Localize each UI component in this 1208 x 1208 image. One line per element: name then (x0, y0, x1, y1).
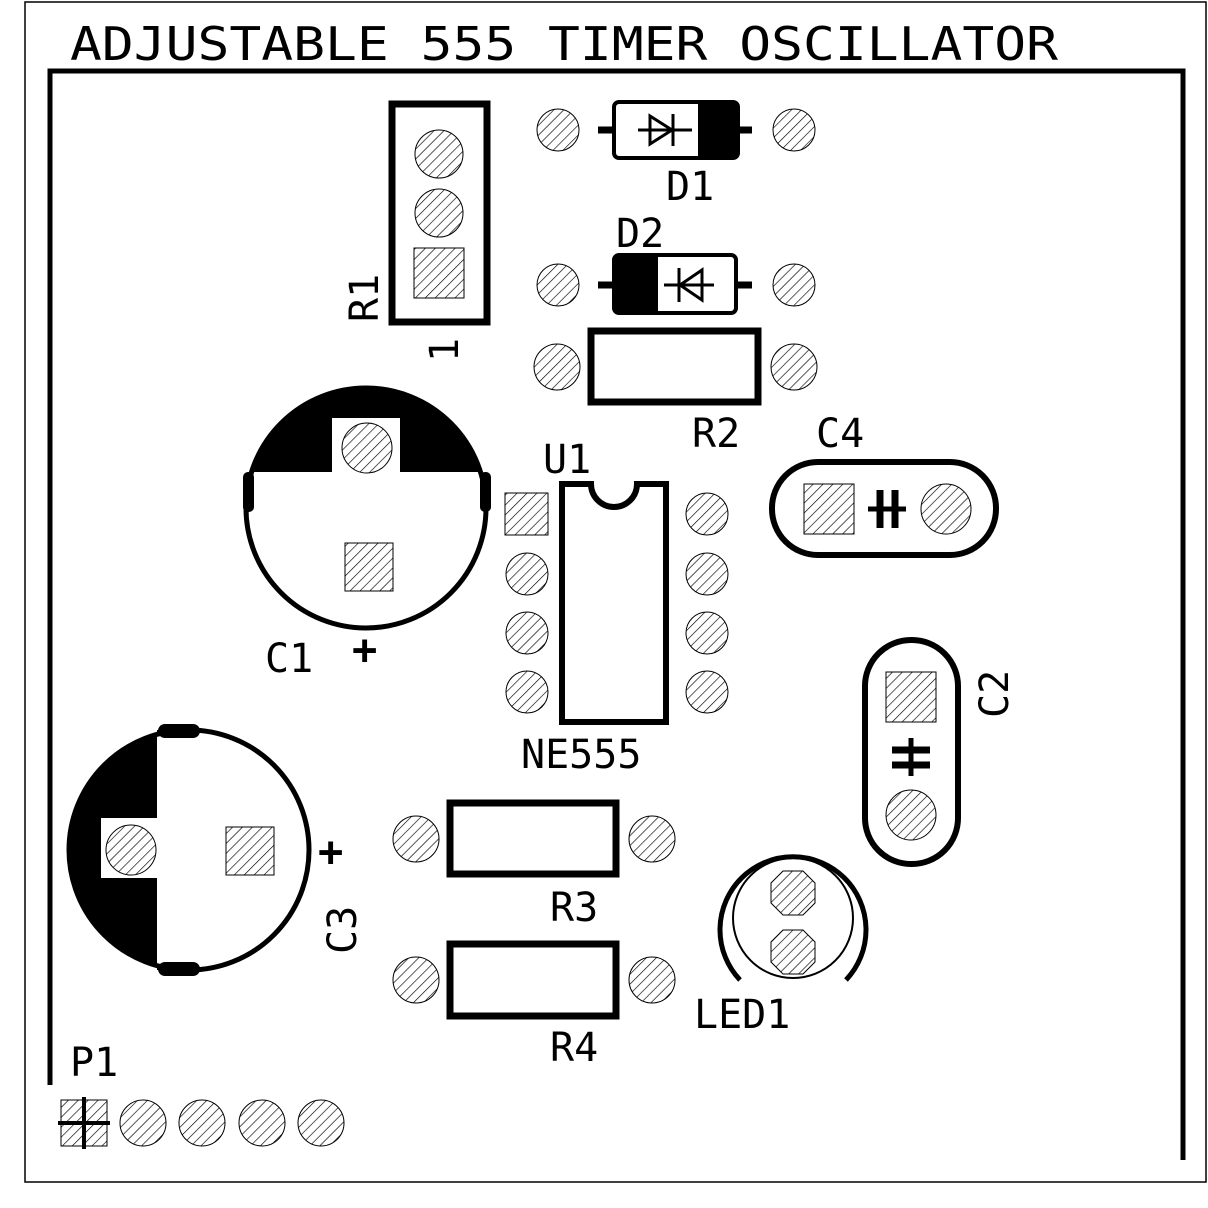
r1-pin1-marker: 1 (422, 338, 468, 362)
c2-pad-1 (885, 671, 937, 723)
c2-footprint (862, 637, 961, 867)
r2-pad-1 (533, 343, 581, 391)
r4-pad-1 (392, 956, 440, 1004)
led1-footprint (717, 854, 869, 982)
c3-pad-pos (225, 826, 275, 876)
c3-pad-neg (105, 824, 157, 876)
p1-pin-5 (297, 1099, 345, 1147)
d1-label: D1 (666, 164, 714, 210)
r1-footprint (388, 100, 491, 326)
r3-pad-2 (628, 815, 676, 863)
u1-label: U1 (543, 437, 591, 483)
u1-pin-2 (505, 552, 549, 596)
c1-pad-neg (341, 422, 393, 474)
d1-pad-a (536, 108, 580, 152)
led1-label: LED1 (694, 992, 790, 1038)
u1-pin-5 (685, 670, 729, 714)
d1-footprint (536, 100, 816, 160)
r1-pad-2 (414, 188, 464, 238)
c4-pad-1 (803, 483, 855, 535)
c3-polarity: + (318, 827, 343, 876)
d2-pad-k (536, 263, 580, 307)
r1-pad-1 (413, 247, 465, 299)
r4-footprint (392, 940, 676, 1020)
r1-pad-3 (414, 129, 464, 179)
u1-pin-8 (685, 492, 729, 536)
r4-pad-2 (628, 956, 676, 1004)
u1-value: NE555 (521, 732, 641, 778)
r3-pad-1 (392, 815, 440, 863)
d2-footprint (536, 253, 816, 315)
c4-pad-2 (920, 483, 972, 535)
r2-label: R2 (692, 411, 740, 457)
u1-pin-7 (685, 552, 729, 596)
c1-polarity: + (352, 625, 377, 674)
c2-label: C2 (972, 670, 1018, 718)
r2-footprint (533, 327, 818, 406)
r4-label: R4 (550, 1025, 598, 1071)
led1-pad-1 (770, 870, 816, 916)
u1-pin-4 (505, 670, 549, 714)
c3-label: C3 (320, 906, 366, 954)
outer-frame (24, 1, 1207, 1183)
c2-pad-2 (885, 789, 937, 841)
p1-pin-3 (178, 1099, 226, 1147)
d2-label: D2 (616, 211, 664, 257)
c1-footprint (243, 385, 491, 631)
p1-footprint (58, 1097, 345, 1149)
u1-pin-1 (504, 492, 549, 536)
c1-label: C1 (265, 636, 313, 682)
board-title: ADJUSTABLE 555 TIMER OSCILLATOR (70, 17, 1058, 71)
p1-pin-2 (119, 1099, 167, 1147)
r1-label: R1 (342, 274, 388, 322)
r2-pad-2 (770, 343, 818, 391)
d2-pad-a (772, 263, 816, 307)
board-outline (47, 68, 1186, 1160)
d1-pad-k (772, 108, 816, 152)
c1-pad-pos (344, 542, 394, 592)
u1-pin-6 (685, 611, 729, 655)
c4-footprint (769, 459, 999, 558)
r3-label: R3 (550, 885, 598, 931)
p1-label: P1 (70, 1040, 118, 1086)
u1-footprint (504, 481, 729, 725)
r3-footprint (392, 799, 676, 878)
c3-footprint (66, 724, 312, 976)
p1-pin-4 (238, 1099, 286, 1147)
led1-pad-2 (770, 929, 816, 975)
c4-label: C4 (816, 411, 864, 457)
u1-pin-3 (505, 611, 549, 655)
